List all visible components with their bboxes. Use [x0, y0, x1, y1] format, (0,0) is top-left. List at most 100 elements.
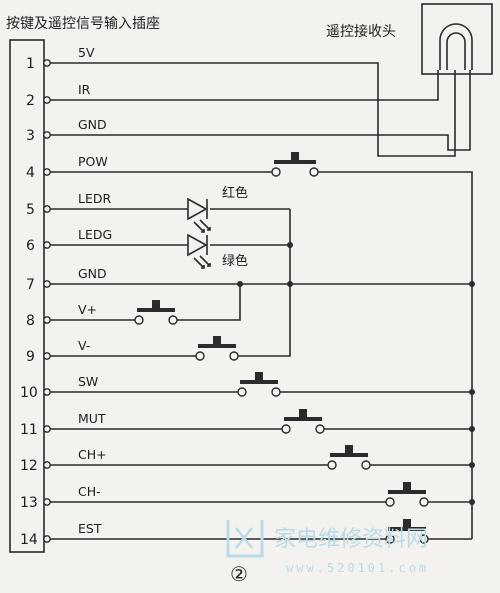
pin-signal-label: LEDG	[78, 227, 112, 242]
wire-ir	[50, 70, 439, 101]
junction-dot	[469, 499, 475, 505]
watermark-url: www.520101.com	[286, 561, 429, 575]
pin-terminal	[43, 352, 51, 360]
pin-signal-label: CH+	[78, 447, 107, 462]
pin-terminal	[43, 425, 51, 433]
switch-contact	[419, 534, 429, 544]
pin-number: 4	[26, 165, 35, 181]
switch-contact	[134, 315, 144, 325]
watermark: 家电维修资料网 www.520101.com	[226, 520, 429, 575]
switch-knob	[403, 519, 411, 528]
switch-bar	[388, 490, 426, 494]
pin-terminal	[43, 241, 51, 249]
push-switch	[385, 519, 429, 544]
switch-bar	[388, 527, 426, 531]
pin-terminal	[43, 59, 51, 67]
switch-contact	[385, 497, 395, 507]
junction-dot	[237, 281, 243, 287]
junction-dot	[469, 462, 475, 468]
junction-dot	[287, 242, 293, 248]
pin-signal-label: GND	[78, 117, 107, 132]
pins-layer: 15V2IR3GND4POW5LEDR6LEDG7GND8V+9V-10SW11…	[20, 45, 112, 548]
led-green	[187, 233, 211, 269]
switch-bar	[137, 308, 175, 312]
push-switch	[327, 445, 371, 470]
pin-signal-label: GND	[78, 266, 107, 281]
wiring	[50, 62, 473, 540]
junction-dot	[287, 281, 293, 287]
watermark-text: 家电维修资料网	[274, 527, 428, 552]
pin-number: 7	[26, 277, 35, 293]
pin-number: 13	[20, 495, 38, 511]
switch-contact	[361, 460, 371, 470]
push-switch	[134, 300, 178, 325]
switch-bar	[274, 160, 316, 164]
pin-terminal	[43, 498, 51, 506]
junction-dot	[469, 426, 475, 432]
switch-contact	[271, 387, 281, 397]
pin-signal-label: POW	[78, 154, 108, 169]
switch-knob	[255, 372, 263, 381]
pin-terminal	[43, 280, 51, 288]
pin-number: 9	[26, 349, 35, 365]
push-switch	[281, 409, 325, 434]
ir-receiver-body	[421, 3, 493, 75]
switch-knob	[213, 336, 221, 345]
led-red-triangle	[187, 197, 208, 221]
pin-number: 2	[26, 93, 35, 109]
connector-block	[9, 39, 45, 553]
switch-contact	[271, 167, 281, 177]
pin-number: 6	[26, 238, 35, 254]
switch-knob	[403, 482, 411, 491]
pin-terminal	[43, 168, 51, 176]
switch-knob	[152, 300, 160, 309]
junction-dot	[469, 281, 475, 287]
switch-knob	[345, 445, 353, 454]
push-switch	[237, 372, 281, 397]
wire-5v	[50, 62, 456, 157]
switch-knob	[299, 409, 307, 418]
ir-receiver-lens	[439, 23, 473, 70]
switch-contact	[195, 351, 205, 361]
switch-contact	[309, 167, 319, 177]
junction-dot	[469, 389, 475, 395]
pin-number: 1	[26, 56, 35, 72]
switch-knob	[291, 152, 299, 161]
pin-terminal	[43, 205, 51, 213]
wire-led-common	[238, 209, 291, 357]
pin-signal-label: V+	[78, 302, 97, 317]
switch-contact	[419, 497, 429, 507]
pin-signal-label: LEDR	[78, 191, 111, 206]
pin-signal-label: IR	[78, 82, 91, 97]
watermark-logo	[226, 520, 264, 558]
pin-terminal	[43, 461, 51, 469]
switch-contact	[281, 424, 291, 434]
switch-contact	[385, 534, 395, 544]
switch-bar	[330, 453, 368, 457]
switch-bar	[240, 380, 278, 384]
led-red-arrow	[199, 219, 211, 231]
figure-number: ②	[230, 562, 248, 586]
pin-number: 14	[20, 532, 38, 548]
pin-terminal	[43, 388, 51, 396]
pin-signal-label: CH-	[78, 484, 101, 499]
pin-number: 5	[26, 202, 35, 218]
led-red	[187, 197, 211, 233]
wire-pow-return	[318, 171, 473, 284]
pin-terminal	[43, 535, 51, 543]
pin-number: 8	[26, 313, 35, 329]
switch-contact	[229, 351, 239, 361]
connector-title: 按键及遥控信号输入插座	[6, 16, 160, 32]
pin-terminal	[43, 316, 51, 324]
pin-number: 10	[20, 385, 38, 401]
pin-number: 12	[20, 458, 38, 474]
pin-number: 3	[26, 128, 35, 144]
pin-signal-label: MUT	[78, 411, 106, 426]
pin-signal-label: 5V	[78, 45, 95, 60]
led-red-label: 红色	[222, 185, 248, 201]
push-switches	[134, 152, 429, 544]
push-switch	[271, 152, 319, 177]
led-green-arrow	[199, 255, 211, 267]
receiver-title: 遥控接收头	[326, 23, 396, 40]
junctions	[237, 242, 475, 505]
